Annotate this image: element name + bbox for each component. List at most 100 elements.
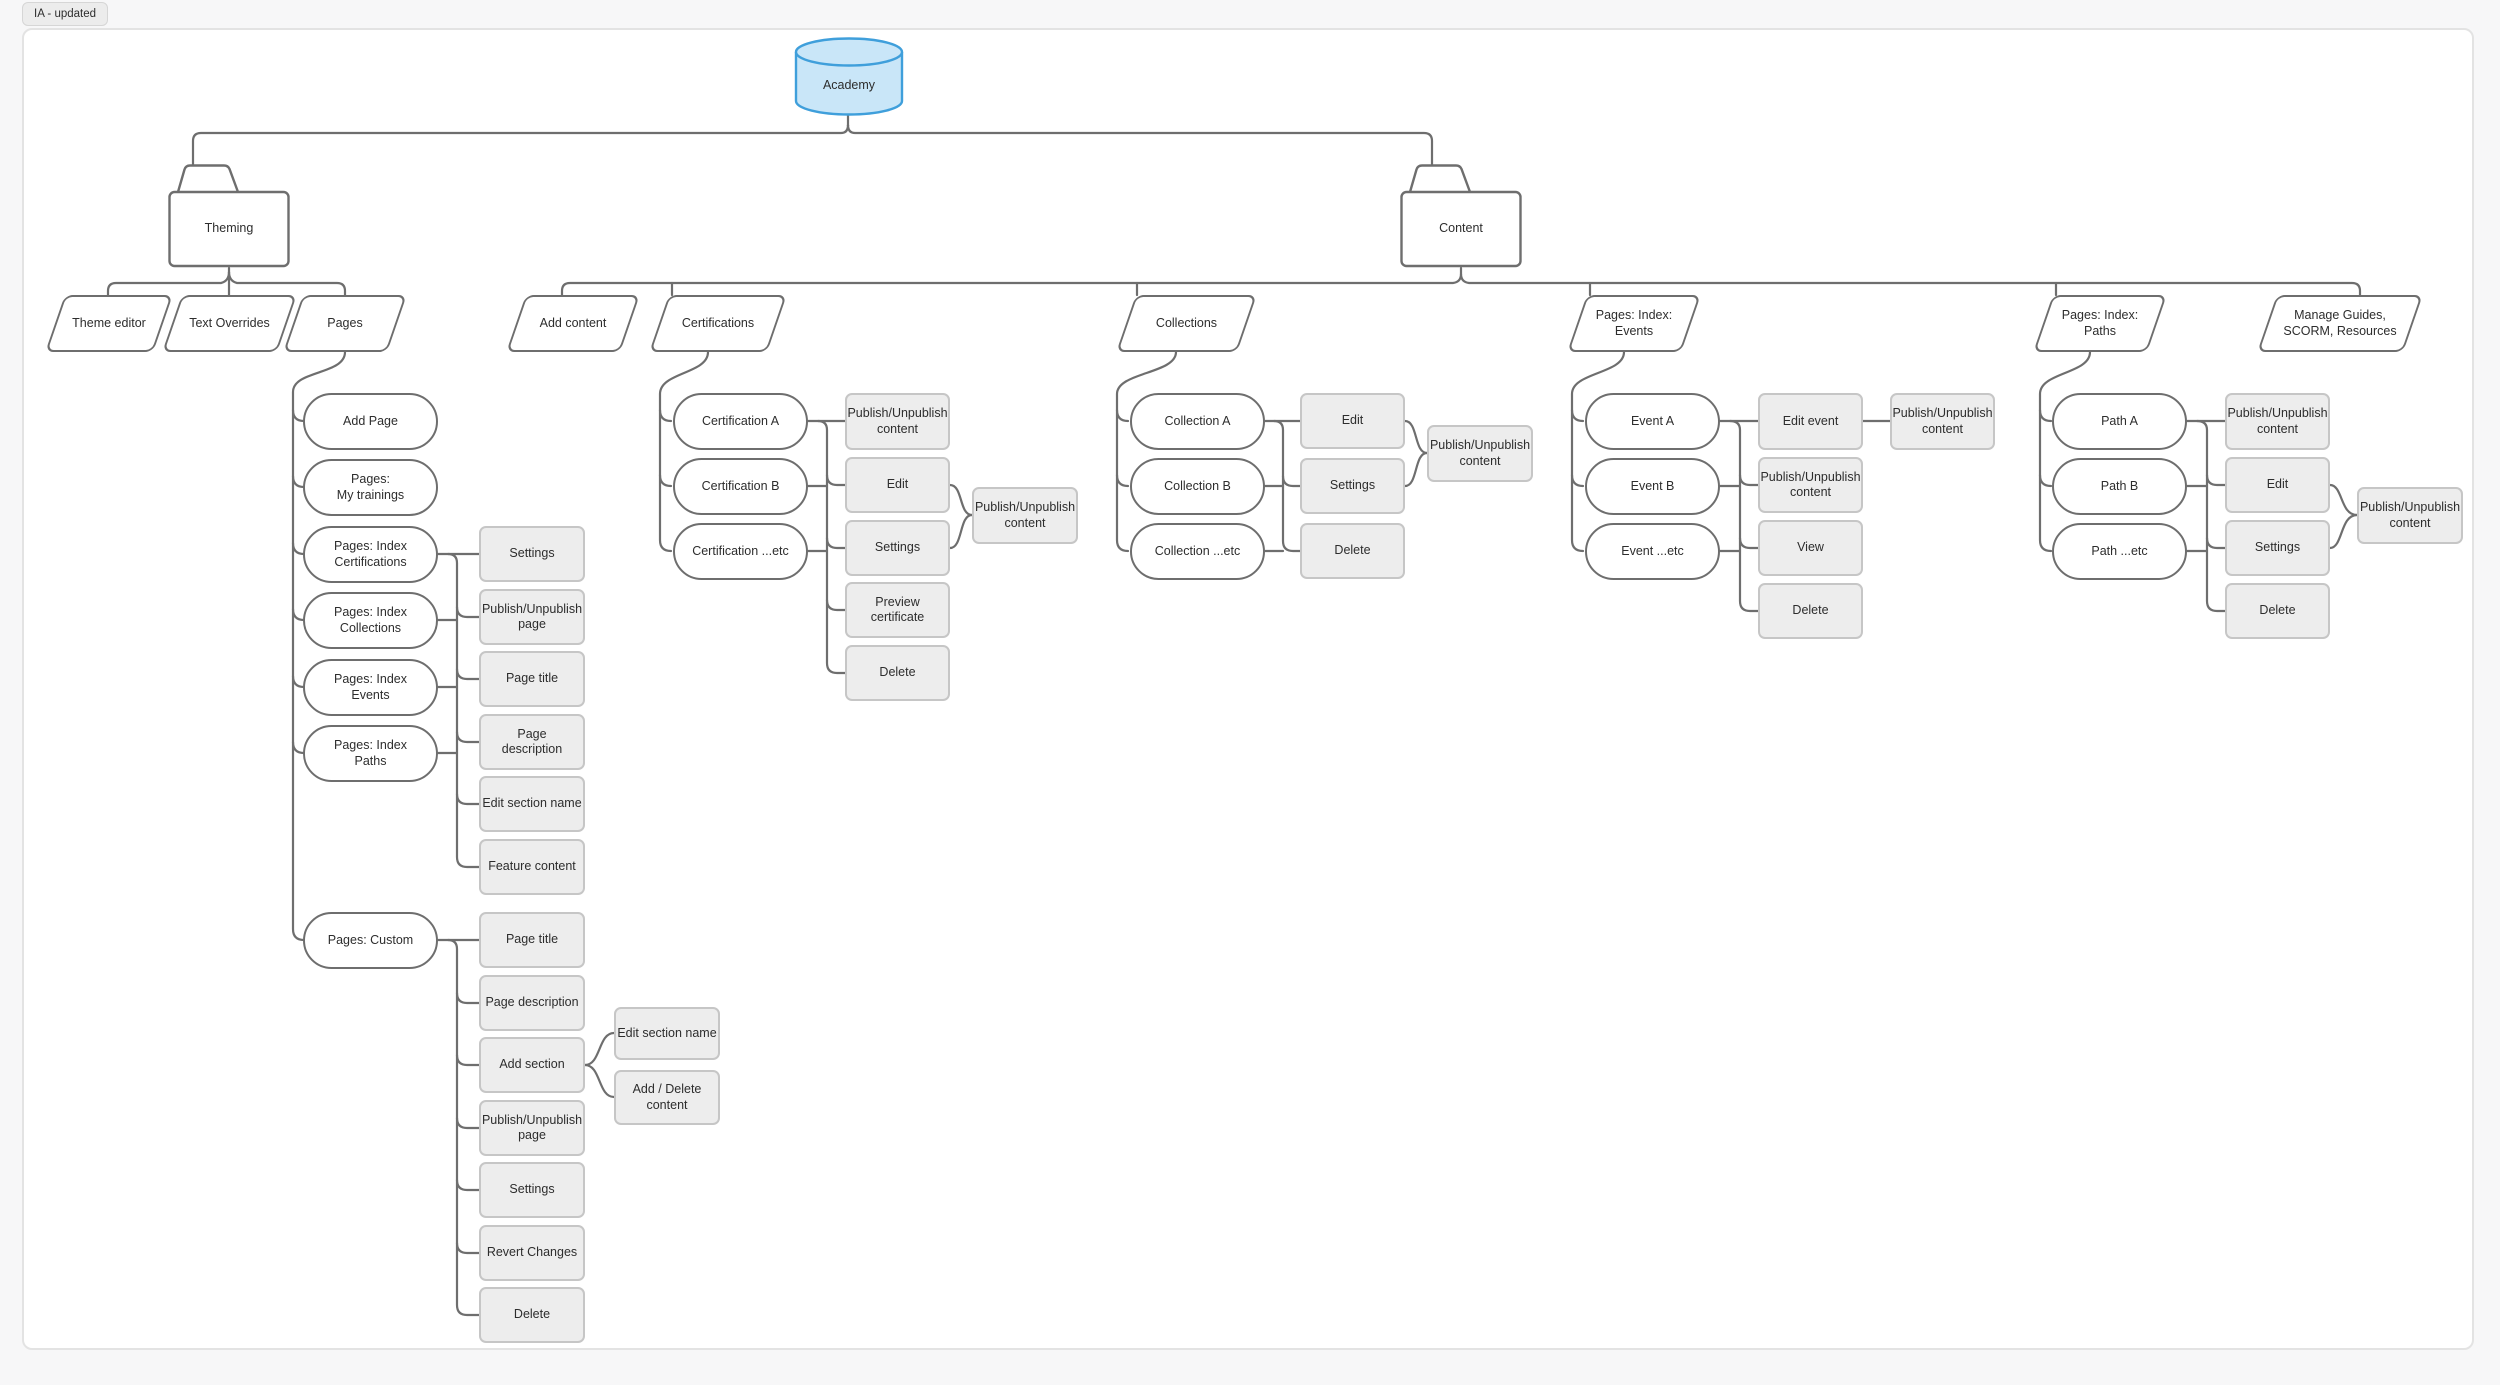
node-publish-unpublish-content-path-2[interactable]: Publish/Unpublish content <box>2357 487 2463 544</box>
parallelogram-shape <box>162 295 297 352</box>
node-label: Collection A <box>1164 413 1231 428</box>
node-label: Publish/Unpublish page <box>481 601 583 631</box>
node-label: Edit <box>2266 477 2289 492</box>
node-edit-coll[interactable]: Edit <box>1300 393 1405 449</box>
node-pages-index-events[interactable]: Pages: Index: Events <box>1566 295 1702 352</box>
parallelogram-shape <box>2257 295 2423 352</box>
node-path-etc[interactable]: Path ...etc <box>2052 523 2187 580</box>
node-label: Edit <box>886 477 909 492</box>
node-pages[interactable]: Pages <box>282 295 408 352</box>
node-publish-unpublish-content-event[interactable]: Publish/Unpublish content <box>1758 457 1863 513</box>
node-add-content[interactable]: Add content <box>505 295 641 352</box>
node-page-title-index[interactable]: Page title <box>479 651 585 707</box>
node-collection-a[interactable]: Collection A <box>1130 393 1265 450</box>
node-pages-index-certifications[interactable]: Pages: Index Certifications <box>303 526 438 583</box>
node-path-b[interactable]: Path B <box>2052 458 2187 515</box>
node-pages-index-collections[interactable]: Pages: Index Collections <box>303 592 438 649</box>
node-label: Page description <box>485 995 579 1010</box>
node-label: Event ...etc <box>1621 543 1684 558</box>
node-label: Publish/Unpublish content <box>1892 406 1993 436</box>
node-manage-guides[interactable]: Manage Guides, SCORM, Resources <box>2256 295 2424 352</box>
node-label: Edit section name <box>482 796 582 811</box>
node-label: Settings <box>1329 478 1376 493</box>
node-label: Pages: Custom <box>327 932 414 947</box>
node-edit-section-name-index[interactable]: Edit section name <box>479 776 585 832</box>
node-label: Preview certificate <box>870 594 925 624</box>
node-content[interactable]: Content <box>1400 163 1522 268</box>
node-settings-path[interactable]: Settings <box>2225 520 2330 576</box>
node-label: Path A <box>2101 413 2138 428</box>
node-label: Certification A <box>701 413 780 428</box>
node-publish-unpublish-content-cert[interactable]: Publish/Unpublish content <box>845 393 950 450</box>
node-label: Publish/Unpublish content <box>1760 469 1861 499</box>
node-pages-index-events-pill[interactable]: Pages: Index Events <box>303 659 438 716</box>
diagram-tab[interactable]: IA - updated <box>22 2 109 26</box>
node-add-page[interactable]: Add Page <box>303 393 438 450</box>
node-label: Event B <box>1630 478 1675 493</box>
node-label: Edit section name <box>617 1025 717 1040</box>
node-publish-unpublish-content-coll[interactable]: Publish/Unpublish content <box>1427 425 1533 482</box>
node-pages-my-trainings[interactable]: Pages: My trainings <box>303 459 438 516</box>
node-pages-index-paths[interactable]: Pages: Index: Paths <box>2032 295 2168 352</box>
node-event-a[interactable]: Event A <box>1585 393 1720 450</box>
node-certification-etc[interactable]: Certification ...etc <box>673 523 808 580</box>
node-edit-event[interactable]: Edit event <box>1758 393 1863 450</box>
node-publish-unpublish-content-event-2[interactable]: Publish/Unpublish content <box>1890 393 1995 450</box>
node-academy[interactable]: Academy <box>793 37 905 117</box>
node-label: Feature content <box>488 859 576 874</box>
node-pages-custom[interactable]: Pages: Custom <box>303 912 438 969</box>
node-label: Publish/Unpublish content <box>2227 406 2328 436</box>
node-page-description-custom[interactable]: Page description <box>479 975 585 1031</box>
node-delete-cert[interactable]: Delete <box>845 645 950 701</box>
node-publish-unpublish-page-index[interactable]: Publish/Unpublish page <box>479 589 585 645</box>
node-collection-etc[interactable]: Collection ...etc <box>1130 523 1265 580</box>
node-label: Publish/Unpublish content <box>974 500 1076 530</box>
node-event-b[interactable]: Event B <box>1585 458 1720 515</box>
node-label: Path B <box>2100 478 2139 493</box>
node-label: Add section <box>499 1057 565 1072</box>
node-label: Delete <box>513 1307 551 1322</box>
node-settings-custom[interactable]: Settings <box>479 1162 585 1218</box>
node-event-etc[interactable]: Event ...etc <box>1585 523 1720 580</box>
node-label: Edit event <box>1782 413 1839 428</box>
node-settings-index[interactable]: Settings <box>479 526 585 582</box>
node-certification-b[interactable]: Certification B <box>673 458 808 515</box>
node-preview-certificate[interactable]: Preview certificate <box>845 582 950 638</box>
node-label: Delete <box>1334 543 1371 558</box>
node-settings-coll[interactable]: Settings <box>1300 458 1405 514</box>
node-label: View <box>1797 540 1824 555</box>
node-delete-coll[interactable]: Delete <box>1300 523 1405 579</box>
node-page-description-index[interactable]: Page description <box>479 714 585 770</box>
node-view-event[interactable]: View <box>1758 520 1863 576</box>
node-add-section[interactable]: Add section <box>479 1037 585 1093</box>
node-label: Settings <box>2254 540 2301 555</box>
node-revert-changes[interactable]: Revert Changes <box>479 1225 585 1281</box>
node-theme-editor[interactable]: Theme editor <box>44 295 174 352</box>
node-publish-unpublish-content-path[interactable]: Publish/Unpublish content <box>2225 393 2330 450</box>
node-label: Pages: Index Certifications <box>334 539 407 569</box>
node-publish-unpublish-content-cert-2[interactable]: Publish/Unpublish content <box>972 487 1078 544</box>
node-delete-custom[interactable]: Delete <box>479 1287 585 1343</box>
node-path-a[interactable]: Path A <box>2052 393 2187 450</box>
node-label: Publish/Unpublish content <box>847 406 948 436</box>
node-publish-unpublish-page-custom[interactable]: Publish/Unpublish page <box>479 1100 585 1156</box>
node-feature-content[interactable]: Feature content <box>479 839 585 895</box>
node-label: Certification B <box>701 478 780 493</box>
node-edit-path[interactable]: Edit <box>2225 457 2330 513</box>
node-add-delete-content[interactable]: Add / Delete content <box>614 1070 720 1125</box>
node-label: Pages: My trainings <box>336 472 405 502</box>
node-pages-index-paths-pill[interactable]: Pages: Index Paths <box>303 725 438 782</box>
node-certifications[interactable]: Certifications <box>648 295 788 352</box>
node-certification-a[interactable]: Certification A <box>673 393 808 450</box>
node-edit-cert[interactable]: Edit <box>845 457 950 513</box>
database-shape-icon <box>794 37 904 116</box>
node-edit-section-name-2[interactable]: Edit section name <box>614 1007 720 1060</box>
node-delete-event[interactable]: Delete <box>1758 583 1863 639</box>
node-settings-cert[interactable]: Settings <box>845 520 950 576</box>
node-collection-b[interactable]: Collection B <box>1130 458 1265 515</box>
node-page-title-custom[interactable]: Page title <box>479 912 585 968</box>
node-theming[interactable]: Theming <box>168 163 290 268</box>
node-text-overrides[interactable]: Text Overrides <box>161 295 298 352</box>
node-delete-path[interactable]: Delete <box>2225 583 2330 639</box>
node-collections[interactable]: Collections <box>1115 295 1258 352</box>
